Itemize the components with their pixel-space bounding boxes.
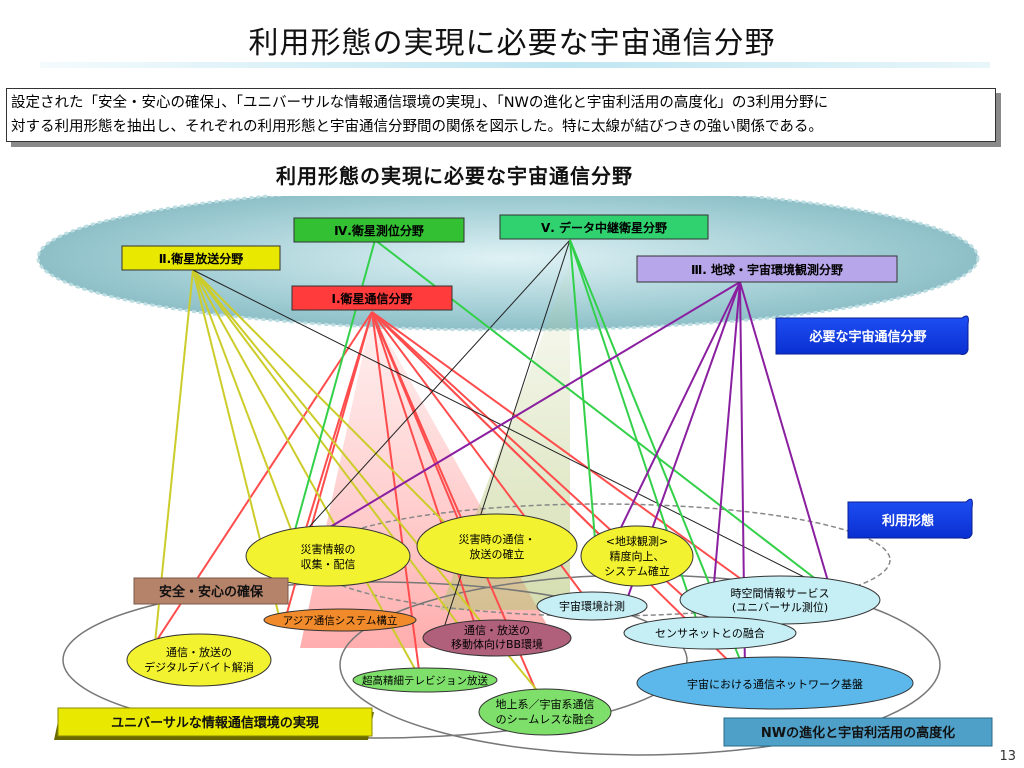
usage-mobile-bb-line1: 通信・放送の [464, 623, 530, 637]
usage-earth-obs-line2: 精度向上、 [610, 549, 665, 563]
usage-digital-divide-line2: デジタルデバイト解消 [144, 660, 254, 674]
usage-digital-divide [126, 633, 272, 687]
usage-asia-comm [263, 608, 417, 632]
page-number: 13 [999, 749, 1016, 764]
usage-uhd-tv [352, 667, 498, 693]
usage-space-env [536, 591, 648, 621]
usage-asia-comm-text: アジア通信システム構立 [283, 614, 398, 627]
usage-sensornet-text: センサネットとの融合 [655, 626, 765, 640]
usage-space-network-text: 宇宙における通信ネットワーク基盤 [687, 677, 863, 691]
usage-space-env-text: 宇宙環境計測 [559, 599, 625, 613]
usage-digital-divide-line1: 通信・放送の [166, 645, 232, 659]
usage-seamless [478, 688, 612, 736]
field-observation-label: Ⅲ. 地球・宇宙環境観測分野 [691, 262, 843, 277]
field-satcom-box [291, 285, 453, 311]
category-network: NWの進化と宇宙利活用の高度化 [723, 717, 993, 747]
usage-disaster-comms-line1: 災害時の通信・ [459, 532, 536, 546]
description-line-1: 設定された「安全・安心の確保」、「ユニバーサルな情報通信環境の実現」、「NWの進… [11, 95, 829, 111]
usage-ellipses [126, 513, 914, 736]
field-data-relay-box [499, 214, 709, 240]
required-fields-callout: 必要な宇宙通信分野 [775, 315, 969, 355]
usage-disaster-info-line2: 収集・配信 [301, 557, 356, 571]
usage-seamless-line1: 地上系／宇宙系通信 [496, 697, 595, 711]
usage-sensornet [623, 616, 797, 650]
usage-forms-callout: 利用形態 [847, 498, 973, 539]
figure-title: 利用形態の実現に必要な宇宙通信分野 [276, 164, 633, 188]
usage-uhd-tv-text: 超高精細テレビジョン放送 [362, 674, 488, 687]
category-universal: ユニバーサルな情報通信環境の実現 [54, 707, 374, 740]
safety-ellipse [309, 503, 891, 617]
field-observation-box [636, 255, 898, 283]
description-box: 設定された「安全・安心の確保」、「ユニバーサルな情報通信環境の実現」、「NWの進… [6, 88, 996, 142]
slide-title: 利用形態の実現に必要な宇宙通信分野 [248, 26, 776, 61]
usage-earth-observation [580, 525, 694, 587]
field-broadcast-label: Ⅱ.衛星放送分野 [159, 251, 243, 266]
usage-forms-label: 利用形態 [882, 513, 934, 529]
field-broadcast-box [121, 245, 281, 271]
category-network-label: NWの進化と宇宙利活用の高度化 [761, 725, 955, 741]
field-positioning-label: Ⅳ.衛星測位分野 [334, 223, 424, 238]
field-positioning-box [293, 217, 465, 243]
universal-ellipse [62, 581, 688, 739]
usage-spatiotemporal-line1: 時空間情報サービス [731, 586, 830, 600]
usage-disaster-comms [416, 513, 578, 579]
usage-earth-obs-line3: システム確立 [604, 564, 670, 578]
usage-disaster-info [245, 525, 411, 587]
usage-mobile-bb [422, 619, 572, 657]
category-safety-label: 安全・安心の確保 [159, 584, 264, 600]
usage-earth-obs-line1: <地球観測> [606, 534, 668, 548]
category-universal-label: ユニバーサルな情報通信環境の実現 [111, 715, 319, 731]
usage-spatiotemporal-line2: (ユニバーサル測位) [732, 600, 828, 614]
field-data-relay-label: Ⅴ. データ中継衛星分野 [541, 220, 667, 235]
description-line-2: 対する利用形態を抽出し、それぞれの利用形態と宇宙通信分野間の関係を図示した。特に… [11, 119, 823, 135]
field-satcom-label: Ⅰ.衛星通信分野 [331, 291, 412, 306]
category-safety: 安全・安心の確保 [133, 577, 289, 605]
usage-space-network [636, 656, 914, 710]
usage-mobile-bb-line2: 移動体向けBB環境 [451, 637, 543, 651]
usage-seamless-line2: のシームレスな融合 [496, 712, 595, 726]
required-fields-label: 必要な宇宙通信分野 [808, 329, 926, 345]
figure-title-card [268, 152, 768, 196]
usage-disaster-info-line1: 災害情報の [301, 542, 356, 556]
usage-disaster-comms-line2: 放送の確立 [470, 547, 525, 561]
title-underline [40, 62, 990, 68]
